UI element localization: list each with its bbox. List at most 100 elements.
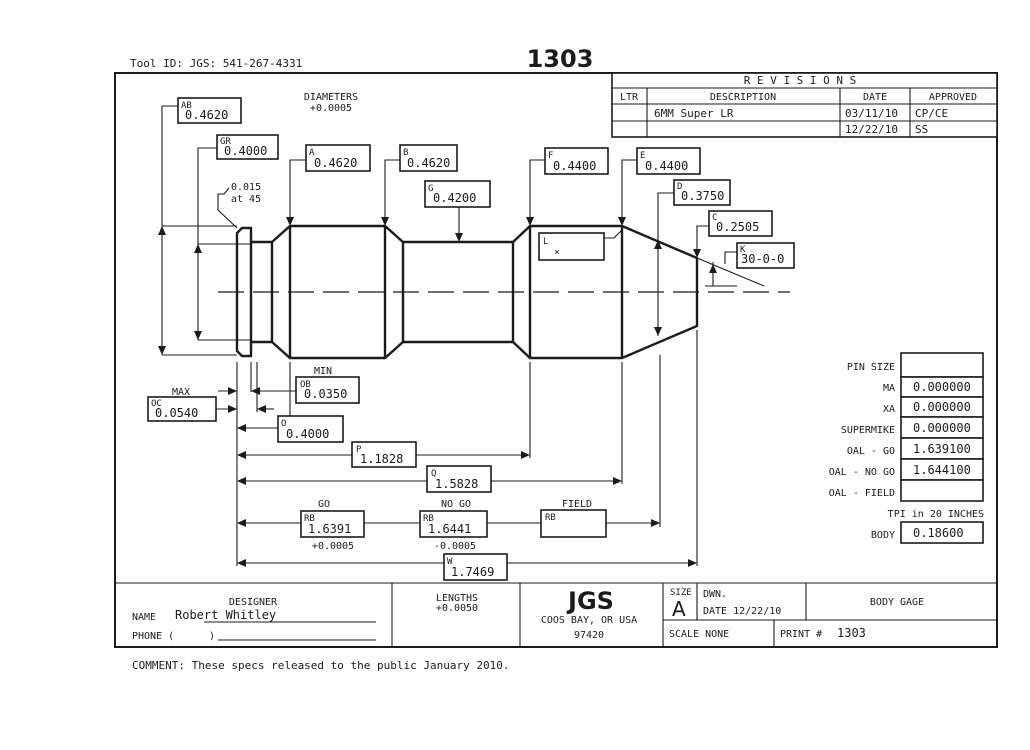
svg-text:0.18600: 0.18600 bbox=[913, 526, 964, 540]
pin-size-table: PIN SIZE MA 0.000000 XA 0.000000 SUPERMI… bbox=[829, 352, 984, 544]
svg-text:W: W bbox=[447, 557, 453, 567]
svg-text:0.4620: 0.4620 bbox=[407, 156, 450, 170]
svg-text:OAL - GO: OAL - GO bbox=[847, 446, 895, 457]
dim-box-ob: OB 0.0350 bbox=[295, 376, 360, 404]
dim-box-e: E 0.4400 bbox=[636, 147, 701, 175]
drawing-number: 1303 bbox=[527, 45, 594, 73]
svg-text:E: E bbox=[640, 151, 645, 161]
revisions-table: R E V I S I O N S LTR DESCRIPTION DATE A… bbox=[611, 72, 998, 138]
svg-text:1.1828: 1.1828 bbox=[360, 452, 403, 466]
svg-text:OB: OB bbox=[300, 380, 311, 390]
print-number: 1303 bbox=[837, 626, 866, 640]
svg-text:0.4200: 0.4200 bbox=[433, 191, 476, 205]
title-block: DESIGNER NAME Robert Whitley PHONE ( ) L… bbox=[115, 582, 997, 647]
scale-label: SCALE NONE bbox=[669, 629, 729, 640]
revisions-col-date: DATE bbox=[863, 92, 887, 103]
designer-name: Robert Whitley bbox=[175, 608, 276, 622]
svg-text:1.5828: 1.5828 bbox=[435, 477, 478, 491]
svg-text:RB: RB bbox=[545, 513, 556, 523]
svg-text:1.6441: 1.6441 bbox=[428, 522, 471, 536]
revision-date: 03/11/10 bbox=[845, 107, 898, 120]
field-note: FIELD bbox=[562, 499, 592, 510]
revision-approved: CP/CE bbox=[915, 107, 948, 120]
svg-text:RB: RB bbox=[304, 514, 315, 524]
revisions-col-description: DESCRIPTION bbox=[710, 92, 776, 103]
min-note: MIN bbox=[314, 366, 332, 377]
svg-text:OC: OC bbox=[151, 399, 162, 409]
dim-box-o: O 0.4000 bbox=[277, 415, 344, 443]
svg-text:1.6391: 1.6391 bbox=[308, 522, 351, 536]
pin-size-label: PIN SIZE bbox=[847, 362, 895, 373]
dim-box-rb-nogo: RB 1.6441 bbox=[419, 510, 488, 538]
svg-text:F: F bbox=[548, 151, 553, 161]
svg-text:Q: Q bbox=[431, 469, 436, 479]
svg-text:30-0-0: 30-0-0 bbox=[741, 252, 784, 266]
go-tolerance: +0.0005 bbox=[312, 541, 354, 552]
dim-box-a: A 0.4620 bbox=[305, 144, 371, 172]
svg-text:OAL - NO GO: OAL - NO GO bbox=[829, 467, 895, 478]
svg-text:0.0350: 0.0350 bbox=[304, 387, 347, 401]
svg-text:C: C bbox=[712, 213, 717, 223]
svg-text:0.000000: 0.000000 bbox=[913, 380, 971, 394]
svg-text:0.0540: 0.0540 bbox=[155, 406, 198, 420]
gage-body-outline bbox=[218, 224, 790, 360]
svg-text:): ) bbox=[209, 631, 215, 642]
svg-text:SUPERMIKE: SUPERMIKE bbox=[841, 425, 895, 436]
size-value: A bbox=[672, 597, 686, 621]
svg-text:L: L bbox=[543, 237, 548, 247]
no-go-note: NO GO bbox=[441, 499, 471, 510]
svg-text:0.4400: 0.4400 bbox=[553, 159, 596, 173]
svg-text:0.3750: 0.3750 bbox=[681, 189, 724, 203]
svg-text:RB: RB bbox=[423, 514, 434, 524]
sheet-border bbox=[114, 72, 998, 648]
tool-id: Tool ID: JGS: 541-267-4331 bbox=[130, 57, 302, 70]
print-label: PRINT # bbox=[780, 629, 822, 640]
svg-text:at 45: at 45 bbox=[231, 194, 261, 205]
dim-box-w: W 1.7469 bbox=[443, 553, 508, 581]
dim-box-gr: GR 0.4000 bbox=[216, 134, 279, 160]
designer-name-label: NAME bbox=[132, 612, 156, 623]
svg-text:OAL - FIELD: OAL - FIELD bbox=[829, 488, 895, 499]
svg-text:1.7469: 1.7469 bbox=[451, 565, 494, 579]
company-logo: JGS bbox=[566, 587, 614, 615]
revisions-col-approved: APPROVED bbox=[929, 92, 977, 103]
svg-text:0.4620: 0.4620 bbox=[314, 156, 357, 170]
company-zip: 97420 bbox=[574, 630, 604, 641]
dim-box-q: Q 1.5828 bbox=[426, 465, 492, 493]
dim-box-d: D 0.3750 bbox=[673, 179, 731, 206]
drawn-label: DWN. bbox=[703, 589, 727, 600]
revision-approved: SS bbox=[915, 123, 928, 136]
drawn-date: DATE 12/22/10 bbox=[703, 606, 781, 617]
revision-description: 6MM Super LR bbox=[654, 107, 734, 120]
dim-box-b: B 0.4620 bbox=[399, 144, 458, 172]
svg-text:0.000000: 0.000000 bbox=[913, 400, 971, 414]
svg-text:BODY: BODY bbox=[871, 530, 895, 541]
svg-text:A: A bbox=[309, 148, 315, 158]
chamfer-note: 0.015 at 45 bbox=[231, 182, 261, 205]
svg-text:0.000000: 0.000000 bbox=[913, 421, 971, 435]
dim-box-ab: AB 0.4620 bbox=[177, 97, 242, 124]
dim-box-l: L × bbox=[538, 232, 605, 261]
dim-box-f: F 0.4400 bbox=[544, 147, 609, 175]
no-go-tolerance: -0.0005 bbox=[434, 541, 476, 552]
dim-box-rb-go: RB 1.6391 bbox=[300, 510, 365, 538]
svg-text:TPI in 20 INCHES: TPI in 20 INCHES bbox=[888, 509, 984, 520]
dim-box-oc: OC 0.0540 bbox=[147, 396, 217, 422]
svg-text:O: O bbox=[281, 419, 286, 429]
max-note: MAX bbox=[172, 387, 190, 398]
svg-text:MA: MA bbox=[883, 383, 895, 394]
size-label: SIZE bbox=[670, 588, 692, 598]
diameter-leaders bbox=[158, 105, 737, 356]
svg-text:0.4400: 0.4400 bbox=[645, 159, 688, 173]
svg-text:1.639100: 1.639100 bbox=[913, 442, 971, 456]
diameters-tolerance: +0.0005 bbox=[310, 103, 352, 114]
revisions-title: R E V I S I O N S bbox=[744, 74, 857, 87]
svg-text:0.015: 0.015 bbox=[231, 182, 261, 193]
svg-text:1.644100: 1.644100 bbox=[913, 463, 971, 477]
go-note: GO bbox=[318, 499, 330, 510]
dim-box-rb-field: RB bbox=[540, 509, 607, 538]
part-name: BODY GAGE bbox=[870, 597, 924, 608]
svg-text:×: × bbox=[554, 247, 560, 258]
dim-box-k: K 30-0-0 bbox=[736, 242, 795, 269]
